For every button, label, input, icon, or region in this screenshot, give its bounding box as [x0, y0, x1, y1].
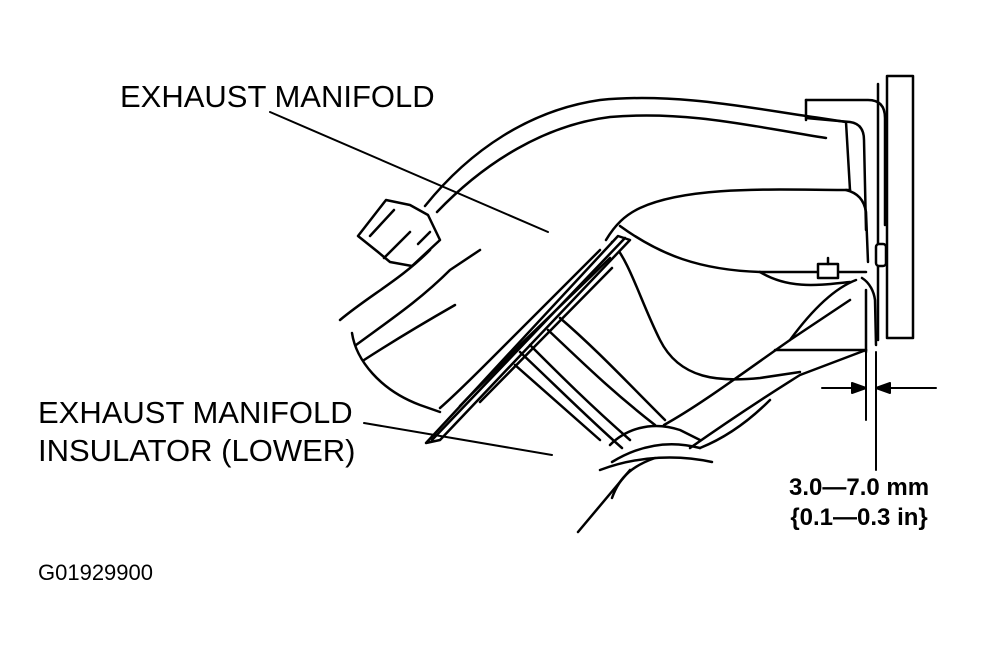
figure-id: G01929900 [38, 560, 153, 585]
insulator-label: EXHAUST MANIFOLD INSULATOR (LOWER) [38, 394, 356, 470]
manifold-leader-line [269, 111, 549, 233]
bolt [816, 242, 888, 280]
clearance-dimension [821, 351, 937, 471]
manifold-boss [356, 198, 442, 268]
clearance-mm: 3.0—7.0 mm [789, 474, 930, 501]
insulator-leader-line [363, 422, 553, 456]
insulator-label-line2: INSULATOR (LOWER) [38, 433, 356, 468]
exhaust-manifold-label: EXHAUST MANIFOLD [120, 79, 435, 114]
clearance-in: {0.1—0.3 in} [790, 504, 928, 531]
insulator-label-line1: EXHAUST MANIFOLD [38, 395, 353, 430]
leader-lines [269, 111, 553, 456]
upper-bracket [804, 98, 887, 232]
front-pipe [576, 298, 868, 534]
clearance-label: 3.0—7.0 mm {0.1—0.3 in} [789, 473, 929, 533]
exhaust-manifold-insulator-lower [424, 234, 667, 450]
manifold-pipe-left [338, 248, 482, 414]
exhaust-manifold-body [423, 96, 878, 381]
cylinder-head-wall [876, 74, 915, 342]
